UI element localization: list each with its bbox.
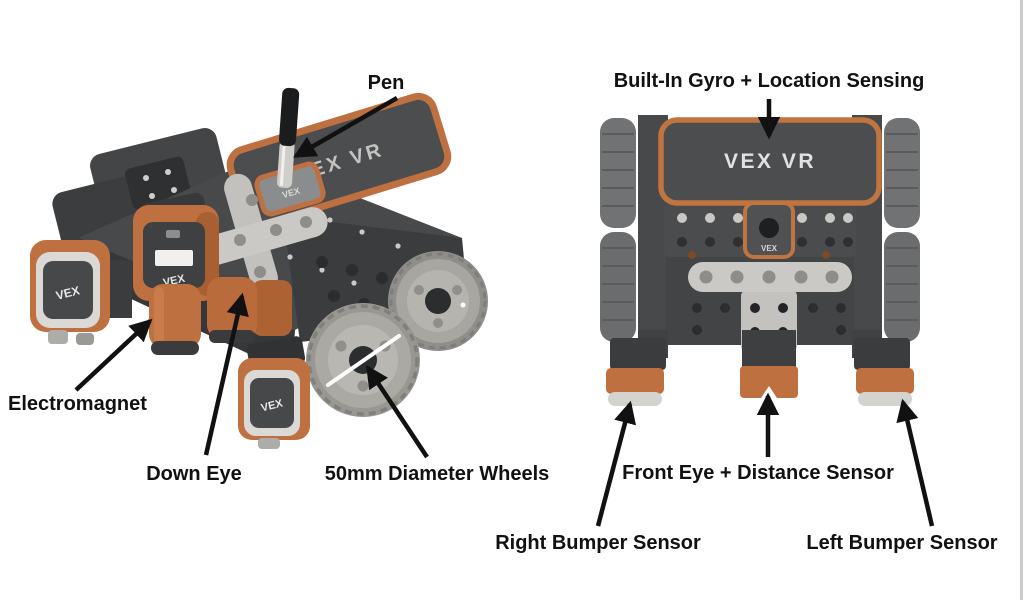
plate-logo-right: VEX VR (724, 150, 816, 173)
right-bumper-arrow (595, 400, 637, 527)
front-left-bumper-cube: VEX (30, 240, 132, 345)
front-eye-label: Front Eye + Distance Sensor (622, 462, 894, 484)
wheels-label: 50mm Diameter Wheels (324, 463, 550, 485)
down-eye-label: Down Eye (146, 463, 242, 485)
left-bumper-leg (852, 330, 914, 406)
pen-holder-logo: VEX (281, 186, 301, 201)
pen-assembly: VEX (254, 87, 326, 217)
screen-right-border (1020, 0, 1023, 600)
front-eye-leg (740, 330, 798, 398)
down-eye-cylinder (207, 277, 292, 343)
pen-arrow (293, 96, 399, 158)
right-bumper-label: Right Bumper Sensor (495, 532, 701, 554)
front-wheel (306, 303, 420, 417)
left-robot-illustration: VEX VR (30, 87, 488, 449)
camera-logo: VEX (761, 244, 778, 253)
left-bumper-arrow (896, 398, 935, 527)
electromagnet-label: Electromagnet (8, 393, 147, 415)
camera-module: VEX (743, 201, 795, 259)
wheel-diameter-line (326, 334, 401, 387)
lower-bumper-cube: VEX (238, 336, 310, 449)
right-bumper-leg (606, 330, 668, 406)
front-view-wheels (600, 118, 920, 342)
gyro-label: Built-In Gyro + Location Sensing (613, 70, 925, 92)
lower-bumper-logo: VEX (260, 397, 285, 414)
down-eye-arrow (203, 292, 249, 456)
distance-sensor-cube: VEX (133, 192, 219, 301)
wheels-arrow (366, 365, 429, 459)
pen-illustration (277, 87, 300, 189)
electromagnet-arrow (74, 318, 153, 392)
rear-wheel (388, 251, 488, 351)
electromagnet-cylinder (149, 284, 201, 355)
right-robot-illustration: VEX VR VEX (600, 115, 920, 406)
camera-lens (759, 218, 779, 238)
front-bumper-logo: VEX (54, 283, 81, 302)
callout-arrows (74, 96, 935, 527)
left-bumper-label: Left Bumper Sensor (806, 532, 998, 554)
pen-label: Pen (367, 72, 405, 94)
tire-treads (602, 133, 918, 321)
